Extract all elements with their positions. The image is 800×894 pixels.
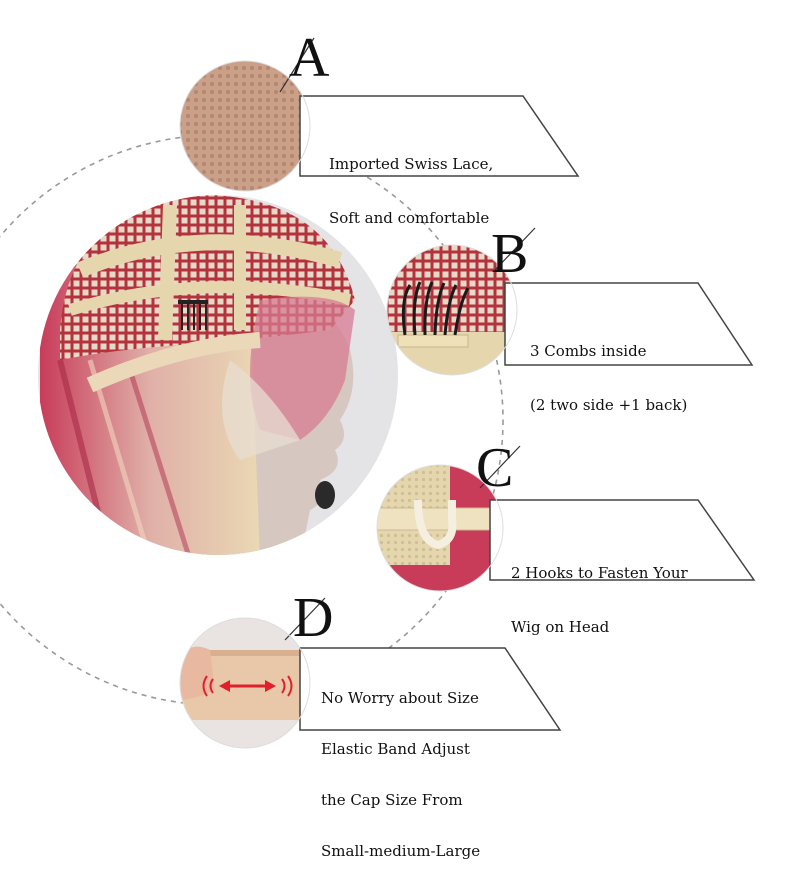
detail-d-elastic-photo <box>180 618 310 748</box>
caption-line: Elastic Band Adjust <box>321 740 470 758</box>
feature-caption-b: 3 Combs inside (2 two side +1 back) <box>530 306 687 450</box>
feature-letter-b: B <box>491 223 529 285</box>
callout-box-d <box>284 597 562 731</box>
caption-line: 2 Hooks to Fasten Your <box>511 564 688 582</box>
callout-box-b <box>494 227 754 366</box>
lace-front <box>250 296 355 440</box>
caption-line: Wig on Head <box>511 618 610 636</box>
feature-caption-a: Imported Swiss Lace, Soft and comfortabl… <box>329 119 493 263</box>
caption-line: Small-medium-Large <box>321 842 481 860</box>
caption-line: Imported Swiss Lace, <box>329 155 494 173</box>
feature-letter-c: C <box>476 437 514 499</box>
caption-line: 3 Combs inside <box>530 342 647 360</box>
product-feature-infographic: A B C D Imported Swiss Lace, Soft and co… <box>0 27 756 860</box>
caption-line: Soft and comfortable <box>329 209 490 227</box>
illustration-layer <box>0 37 756 749</box>
callout-box-c <box>479 445 756 581</box>
main-wig-photo <box>38 195 398 555</box>
comb <box>178 300 208 330</box>
feature-caption-d: No Worry about Size Elastic Band Adjust … <box>321 656 480 894</box>
feature-letter-d: D <box>293 587 334 649</box>
caption-line: the Cap Size From <box>321 791 463 809</box>
red-double-arrow-icon <box>202 675 293 697</box>
detail-a-lace-photo <box>180 61 310 191</box>
caption-line: No Worry about Size <box>321 689 479 707</box>
feature-caption-c: 2 Hooks to Fasten Your Wig on Head <box>511 528 688 672</box>
callout-box-a <box>279 37 580 177</box>
feature-letter-a: A <box>289 27 330 89</box>
caption-line: (2 two side +1 back) <box>530 396 688 414</box>
